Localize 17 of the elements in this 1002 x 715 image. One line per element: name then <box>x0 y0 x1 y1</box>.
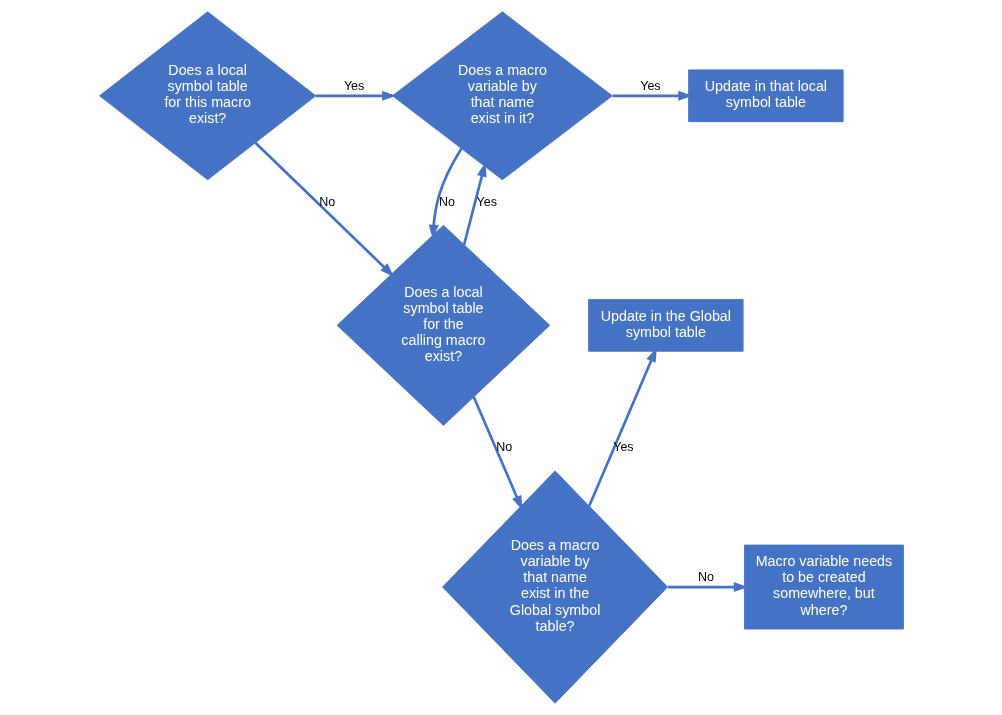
arrow <box>462 162 487 245</box>
node-box: Update in that local symbol table <box>687 69 844 123</box>
arrow <box>667 582 748 593</box>
arrow <box>428 148 462 239</box>
edge-label: No <box>697 569 714 584</box>
edge-label: No <box>495 440 512 455</box>
edge-label: No <box>438 194 455 209</box>
arrow <box>253 141 394 277</box>
node-diamond: Does a local symbol table for this macro exist? <box>98 11 316 181</box>
node-box: Macro variable needs to be created somewhere, but where? <box>743 544 904 630</box>
arrow <box>315 90 396 101</box>
edge-label: Yes <box>476 194 497 209</box>
node-box: Update in the Global symbol table <box>587 299 744 352</box>
node-diamond: Does a macro variable by that name exist in the Global symbol table? <box>441 470 668 704</box>
edge-label: Yes <box>343 78 364 93</box>
edge-label: No <box>318 194 335 209</box>
edge-label: Yes <box>639 78 661 93</box>
